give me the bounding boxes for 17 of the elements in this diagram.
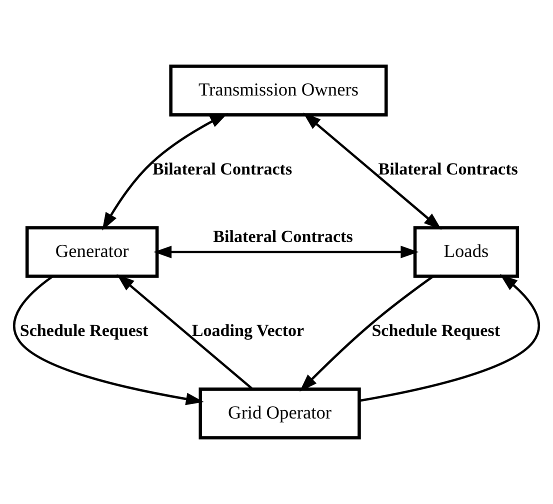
edge-label: Schedule Request bbox=[372, 320, 500, 340]
arrow bbox=[300, 275, 434, 392]
arrow bbox=[116, 274, 254, 390]
edge-label: Schedule Request bbox=[20, 320, 148, 340]
node-box: Transmission Owners bbox=[169, 64, 388, 116]
node-box: Loads bbox=[413, 226, 520, 278]
arrow bbox=[154, 246, 419, 258]
edge-label: Bilateral Contracts bbox=[378, 159, 518, 178]
edge-label: Bilateral Contracts bbox=[152, 159, 292, 178]
edge-label: Loading Vector bbox=[192, 320, 304, 340]
node-box: Grid Operator bbox=[198, 388, 361, 440]
edge-label: Bilateral Contracts bbox=[213, 227, 353, 246]
arrow bbox=[13, 275, 204, 406]
arrow bbox=[303, 112, 442, 230]
arrow bbox=[359, 274, 540, 402]
arrow bbox=[102, 113, 228, 230]
node-box: Generator bbox=[25, 226, 159, 278]
